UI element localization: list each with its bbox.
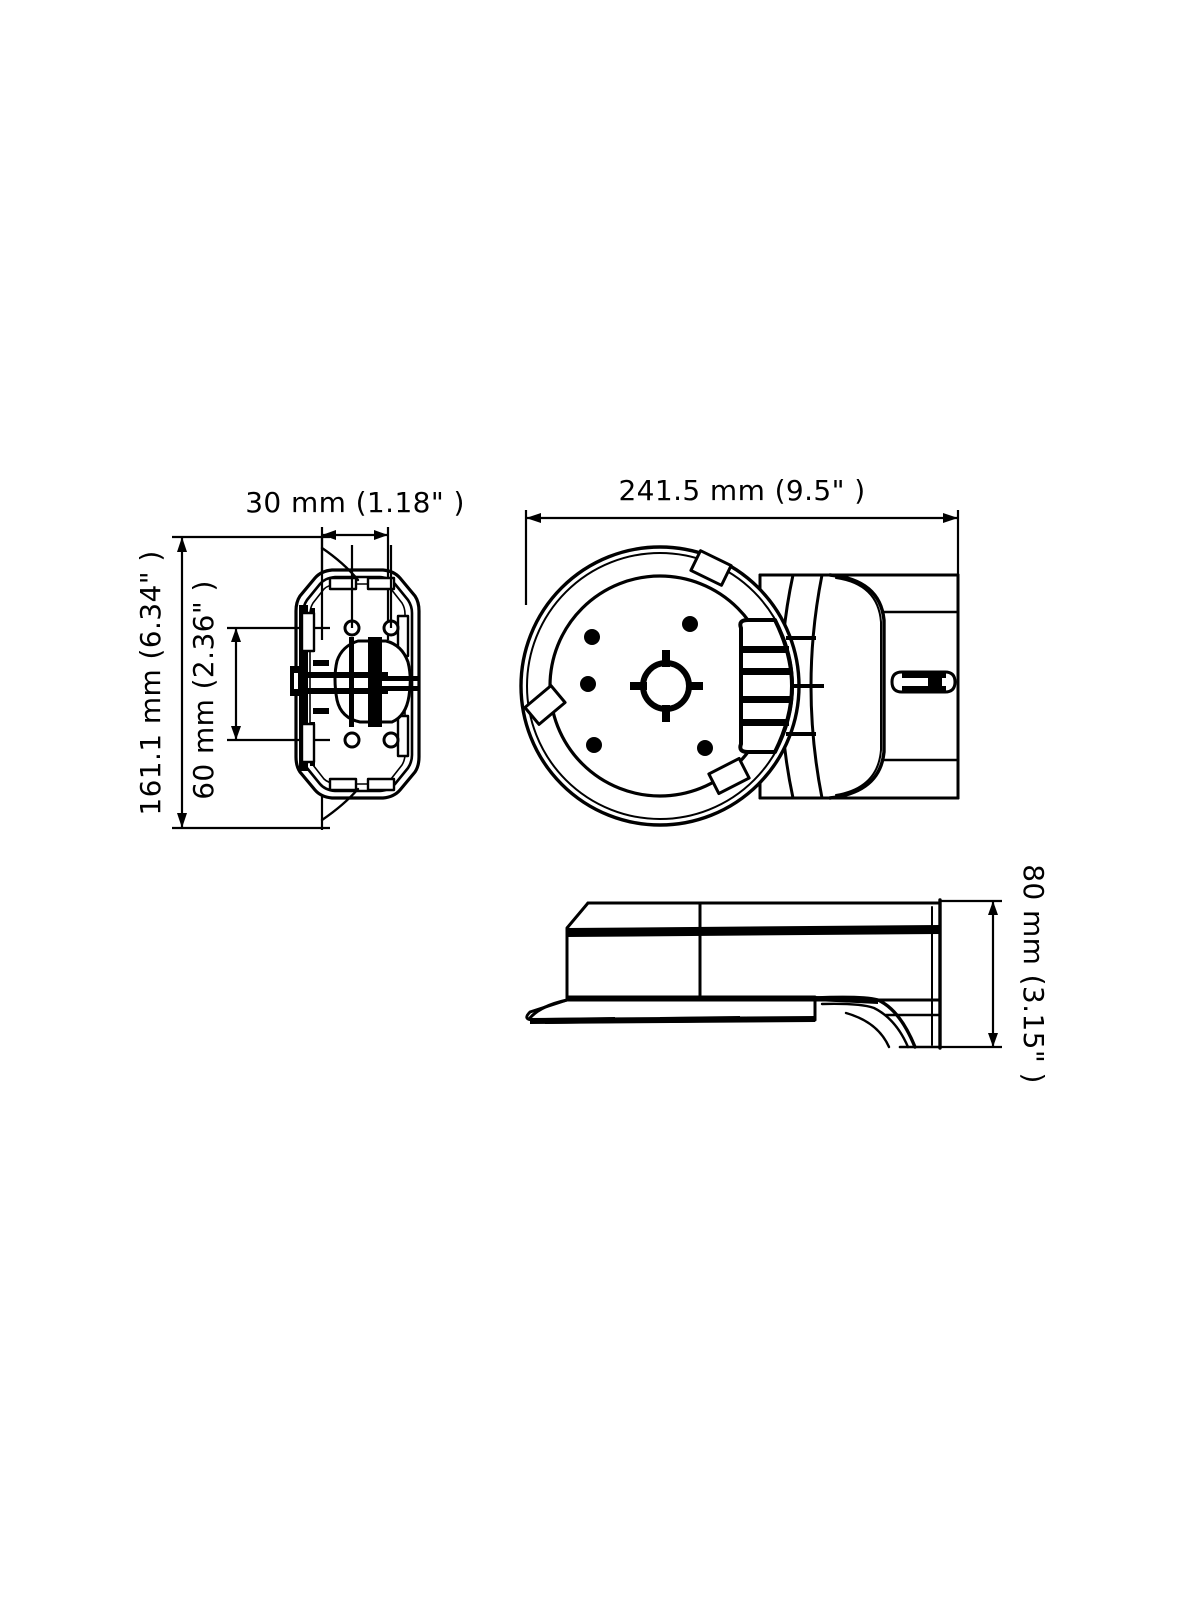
front-width-dimension: 30 mm (1.18" ) [245,486,465,640]
top-locking-slots [523,549,751,796]
front-overall-height-dimension: 161.1 mm (6.34" ) [134,535,330,830]
side-housing-body [565,898,942,1050]
side-neck-curve [813,995,942,1049]
front-top-tabs [328,576,396,591]
top-length-dimension: 241.5 mm (9.5" ) [524,474,960,605]
top-view: 241.5 mm (9.5" ) [519,474,960,827]
side-base-flange [525,998,817,1024]
dim-front-width-label: 30 mm (1.18" ) [245,486,465,519]
top-center-hole [630,650,703,722]
front-bottom-tabs [328,777,396,792]
top-screw-holes [580,616,713,756]
front-center-knuckle [290,637,418,727]
top-arm-body [758,573,960,800]
front-hole-spacing-dimension: 60 mm (2.36" ) [187,580,330,800]
front-view: 161.1 mm (6.34" ) 60 mm (2.36" ) 30 mm (… [134,486,465,830]
side-view: 80 mm (3.15" ) [525,864,1050,1084]
dim-top-length-label: 241.5 mm (9.5" ) [618,474,865,507]
front-wall-reference [320,537,360,830]
front-screw-holes [343,545,400,749]
top-arm-cable-slot [890,670,957,694]
dim-front-overall-height-label: 161.1 mm (6.34" ) [134,550,167,815]
dim-front-hole-spacing-label: 60 mm (2.36" ) [187,580,220,800]
dim-side-height-label: 80 mm (3.15" ) [1017,864,1050,1084]
top-cable-channel-ribs [738,618,824,754]
side-height-dimension: 80 mm (3.15" ) [940,864,1050,1084]
